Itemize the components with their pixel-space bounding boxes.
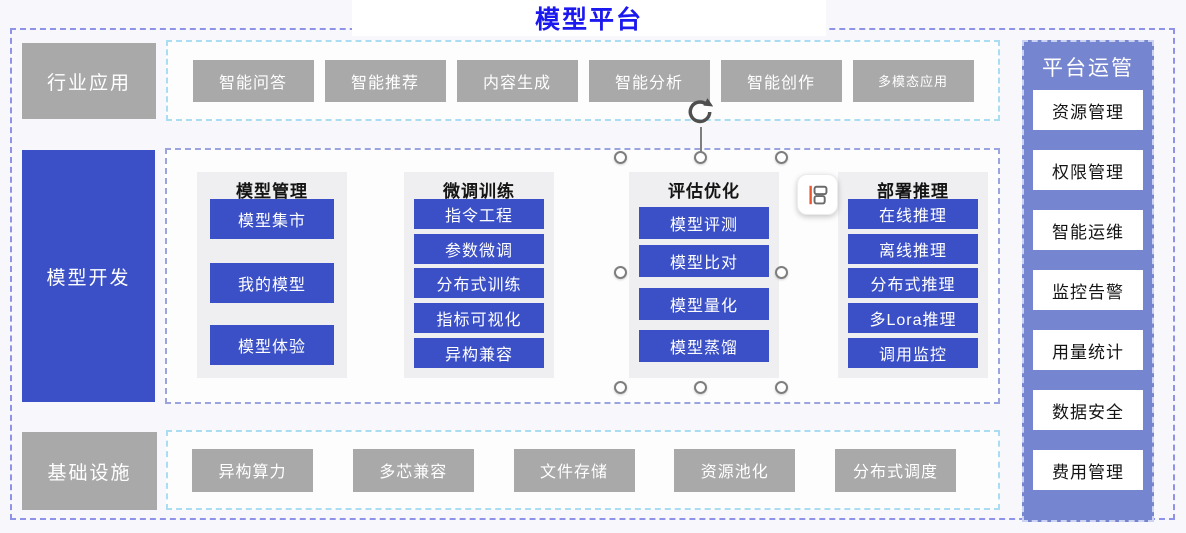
feature-item[interactable]: 参数微调 [414,234,544,264]
selection-handle-middle-right[interactable] [775,266,788,279]
feature-item[interactable]: 分布式推理 [848,268,978,298]
selection-handle-bottom-left[interactable] [614,381,627,394]
infrastructure-container: 异构算力 多芯兼容 文件存储 资源池化 分布式调度 [166,430,1000,510]
platform-ops-panel[interactable]: 平台运管 资源管理 权限管理 智能运维 监控告警 用量统计 数据安全 费用管理 [1022,40,1154,522]
row-label-text: 模型开发 [46,267,131,289]
selection-handle-bottom-right[interactable] [775,381,788,394]
feature-item[interactable]: 模型评测 [639,207,769,239]
feature-item[interactable]: 分布式训练 [414,268,544,298]
column-title: 评估优化 [668,182,740,201]
industry-apps-container: 智能问答 智能推荐 内容生成 智能分析 智能创作 多模态应用 [166,40,1000,121]
row-label-text: 基础设施 [47,462,132,484]
feature-item[interactable]: 我的模型 [210,263,334,303]
industry-app-item[interactable]: 内容生成 [456,59,578,102]
row-label-model-development[interactable]: 模型开发 [22,150,155,402]
infra-item[interactable]: 分布式调度 [835,448,956,492]
selection-handle-middle-left[interactable] [614,266,627,279]
column-finetune-training[interactable]: 微调训练 指令工程 参数微调 分布式训练 指标可视化 异构兼容 [404,172,554,378]
feature-item[interactable]: 调用监控 [848,338,978,368]
row-label-industry-apps[interactable]: 行业应用 [22,43,156,119]
selection-handle-bottom-center[interactable] [694,381,707,394]
industry-app-item[interactable]: 智能分析 [588,59,710,102]
ops-item[interactable]: 权限管理 [1033,150,1143,190]
ops-item[interactable]: 监控告警 [1033,270,1143,310]
column-title: 部署推理 [877,182,949,201]
feature-item[interactable]: 在线推理 [848,199,978,229]
selection-handle-top-center[interactable] [694,151,707,164]
page-title[interactable]: 模型平台 [352,0,826,36]
feature-item[interactable]: 离线推理 [848,234,978,264]
rotate-handle-stem [700,127,702,152]
ops-item[interactable]: 费用管理 [1033,450,1143,490]
feature-item[interactable]: 异构兼容 [414,338,544,368]
feature-item[interactable]: 多Lora推理 [848,303,978,333]
column-model-management[interactable]: 模型管理 模型集市 我的模型 模型体验 [197,172,347,378]
industry-app-item[interactable]: 智能问答 [192,59,314,102]
page-title-text: 模型平台 [534,6,643,34]
align-left-icon [805,182,831,208]
ops-panel-title: 平台运管 [1042,57,1134,80]
feature-item[interactable]: 模型体验 [210,325,334,365]
column-deployment-inference[interactable]: 部署推理 在线推理 离线推理 分布式推理 多Lora推理 调用监控 [838,172,988,378]
rotate-handle-icon[interactable] [684,96,716,128]
row-label-infrastructure[interactable]: 基础设施 [22,432,157,510]
infra-item[interactable]: 多芯兼容 [352,448,474,492]
selection-handle-top-left[interactable] [614,151,627,164]
infra-item[interactable]: 资源池化 [674,448,796,492]
row-label-text: 行业应用 [46,72,131,94]
column-evaluation-optimization-selected[interactable]: 评估优化 模型评测 模型比对 模型量化 模型蒸馏 [629,172,779,378]
selection-handle-top-right[interactable] [775,151,788,164]
feature-item[interactable]: 指令工程 [414,199,544,229]
industry-app-item[interactable]: 智能推荐 [324,59,446,102]
column-title: 模型管理 [236,182,308,201]
column-title: 微调训练 [443,182,515,201]
feature-item[interactable]: 指标可视化 [414,303,544,333]
ops-item[interactable]: 数据安全 [1033,390,1143,430]
ops-item[interactable]: 智能运维 [1033,210,1143,250]
ops-item[interactable]: 资源管理 [1033,90,1143,130]
smart-align-button[interactable] [797,174,838,215]
infra-item[interactable]: 文件存储 [513,448,635,492]
feature-item[interactable]: 模型蒸馏 [639,330,769,362]
feature-item[interactable]: 模型比对 [639,245,769,277]
infra-item[interactable]: 异构算力 [192,448,313,492]
feature-item[interactable]: 模型集市 [210,199,334,239]
industry-app-item[interactable]: 多模态应用 [852,59,974,102]
industry-app-item[interactable]: 智能创作 [720,59,842,102]
feature-item[interactable]: 模型量化 [639,288,769,320]
ops-item[interactable]: 用量统计 [1033,330,1143,370]
